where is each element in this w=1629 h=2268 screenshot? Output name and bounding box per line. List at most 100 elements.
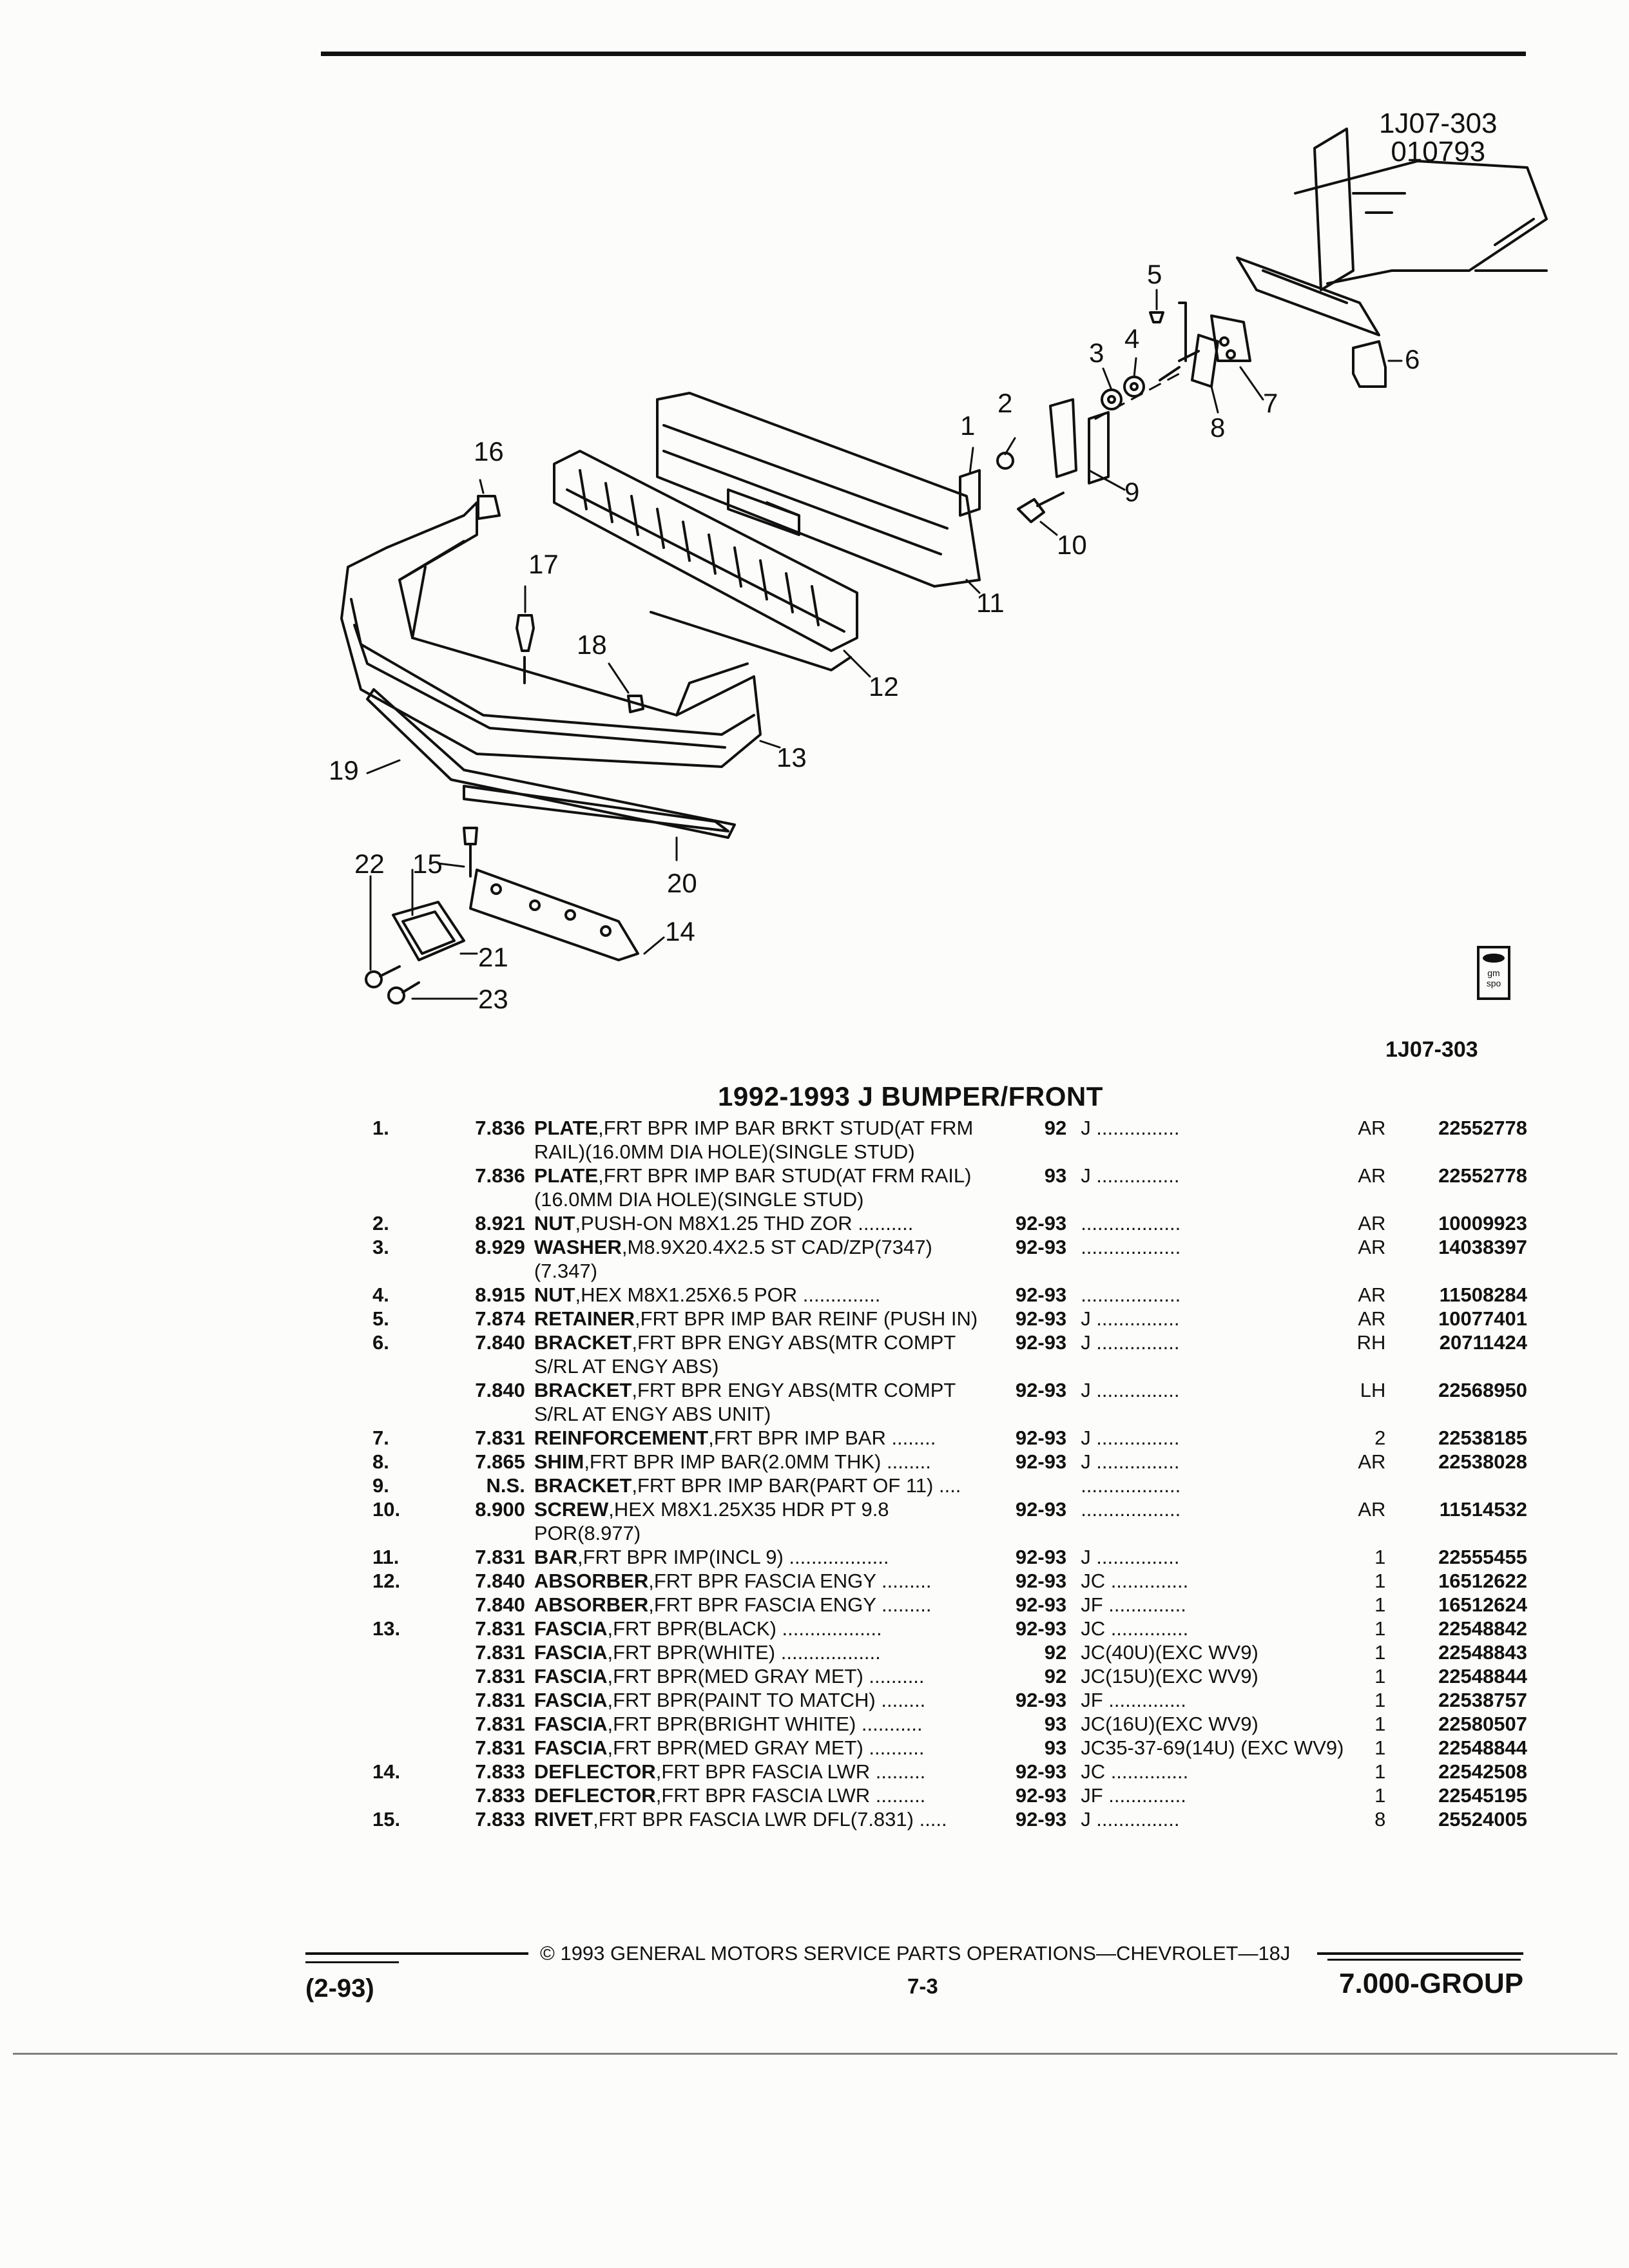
- deflector-14: [469, 869, 639, 961]
- model-code: ..................: [1081, 1283, 1181, 1306]
- diagram-id: 1J07-303: [1379, 108, 1498, 139]
- model-year: 92-93: [1015, 1212, 1067, 1235]
- part-number: 11508284: [1439, 1283, 1527, 1306]
- part-number: 25524005: [1438, 1808, 1527, 1831]
- part-detail: ,FRT BPR IMP BAR(2.0MM THK) ........: [584, 1450, 931, 1473]
- deflector-19: [366, 688, 736, 839]
- part-name: SHIM: [534, 1450, 584, 1473]
- model-year: 92: [1044, 1117, 1067, 1139]
- part-name: WASHER: [534, 1236, 622, 1258]
- group-number-cell: 7.840: [475, 1593, 525, 1616]
- model-year: 92-93: [1015, 1450, 1067, 1473]
- part-name: SCREW: [534, 1498, 609, 1521]
- part-name: FASCIA: [534, 1736, 608, 1759]
- model-code: J ...............: [1081, 1164, 1180, 1187]
- part-name: NUT: [534, 1212, 575, 1235]
- pin-17: [516, 614, 535, 652]
- copyright-notice: © 1993 GENERAL MOTORS SERVICE PARTS OPER…: [540, 1942, 1291, 1965]
- group-number-cell: 8.900: [475, 1498, 525, 1521]
- quantity: AR: [1358, 1450, 1386, 1473]
- part-description: DEFLECTOR,FRT BPR FASCIA LWR .........: [534, 1760, 992, 1783]
- part-description: FASCIA,FRT BPR(BRIGHT WHITE) ...........: [534, 1712, 992, 1736]
- quantity: 1: [1374, 1617, 1386, 1640]
- group-number-cell: 7.874: [475, 1307, 525, 1330]
- quantity: AR: [1358, 1236, 1386, 1258]
- part-description: SCREW,HEX M8X1.25X35 HDR PT 9.8 POR(8.97…: [534, 1497, 992, 1545]
- part-description: ABSORBER,FRT BPR FASCIA ENGY .........: [534, 1593, 992, 1617]
- item-number: [348, 1736, 451, 1760]
- part-number: 22555455: [1438, 1546, 1527, 1568]
- quantity: 1: [1374, 1665, 1386, 1687]
- callout-23: 23: [478, 984, 508, 1014]
- part-description: ABSORBER,FRT BPR FASCIA ENGY .........: [534, 1569, 992, 1593]
- item-number: 5.: [372, 1307, 389, 1330]
- part-number: 22548843: [1438, 1641, 1527, 1664]
- part-detail: ,FRT BPR(WHITE) ..................: [607, 1641, 881, 1664]
- model-code: JF ..............: [1081, 1593, 1186, 1616]
- retainer-16: [477, 495, 501, 520]
- model-code: JC ..............: [1081, 1760, 1189, 1783]
- part-description: RIVET,FRT BPR FASCIA LWR DFL(7.831) ....…: [534, 1807, 992, 1831]
- model-year: 92-93: [1015, 1784, 1067, 1807]
- item-number: [348, 1712, 451, 1736]
- plate-1: [959, 469, 981, 517]
- part-name: DEFLECTOR: [534, 1760, 656, 1783]
- model-year: 93: [1044, 1164, 1067, 1187]
- exploded-parts-diagram: 1 2 3 4 5 6 7 8 9 10 11 12 13 14 15 16 1…: [329, 128, 1548, 1014]
- part-number: 22548844: [1438, 1736, 1527, 1759]
- model-year: [992, 1474, 1081, 1497]
- bracket-9: [1049, 398, 1077, 478]
- part-detail: ,FRT BPR IMP BAR BRKT STUD(AT FRM RAIL)(…: [534, 1117, 974, 1163]
- model-code: JC35-37-69(14U) (EXC WV9): [1081, 1736, 1344, 1759]
- group-number-cell: 7.836: [475, 1164, 525, 1187]
- part-number: 20711424: [1439, 1331, 1527, 1354]
- group-number-cell: 7.831: [475, 1665, 525, 1687]
- part-description: FASCIA,FRT BPR(PAINT TO MATCH) ........: [534, 1688, 992, 1712]
- callout-16: 16: [474, 436, 504, 466]
- callout-8: 8: [1210, 412, 1225, 443]
- part-detail: ,M8.9X20.4X2.5 ST CAD/ZP(7347) (7.347): [534, 1236, 932, 1282]
- retainer-5: [1149, 311, 1164, 323]
- part-name: BRACKET: [534, 1379, 632, 1401]
- part-detail: ,FRT BPR(BLACK) ..................: [607, 1617, 882, 1640]
- group-number-cell: 7.840: [475, 1379, 525, 1401]
- part-name: FASCIA: [534, 1641, 608, 1664]
- part-description: NUT,HEX M8X1.25X6.5 POR ..............: [534, 1283, 992, 1307]
- model-year: 92-93: [1015, 1546, 1067, 1568]
- group-number: 7.000-GROUP: [1339, 1968, 1524, 1999]
- bracket-6: [1352, 340, 1387, 388]
- part-name: REINFORCEMENT: [534, 1427, 709, 1449]
- callout-19: 19: [329, 755, 359, 785]
- part-name: BRACKET: [534, 1474, 632, 1497]
- part-number: 22580507: [1438, 1713, 1527, 1735]
- quantity: 1: [1374, 1760, 1386, 1783]
- part-detail: ,FRT BPR FASCIA ENGY .........: [648, 1570, 932, 1592]
- model-year: 92-93: [1015, 1236, 1067, 1258]
- model-code: J ...............: [1081, 1379, 1180, 1401]
- group-number-cell: 7.833: [475, 1808, 525, 1831]
- part-number: 11514532: [1439, 1498, 1527, 1521]
- gm-spo-logo: gm spo: [1477, 946, 1510, 1000]
- part-name: FASCIA: [534, 1617, 608, 1640]
- item-number: 4.: [372, 1283, 389, 1306]
- part-name: NUT: [534, 1283, 575, 1306]
- item-number: 14.: [372, 1760, 401, 1783]
- model-year: 92-93: [1015, 1689, 1067, 1711]
- quantity: LH: [1360, 1379, 1386, 1401]
- rivet-15: [463, 827, 478, 878]
- part-description: BRACKET,FRT BPR IMP BAR(PART OF 11) ....: [534, 1474, 992, 1497]
- part-number: 22552778: [1438, 1117, 1527, 1139]
- scan-artifact-line: [13, 2053, 1617, 2055]
- part-name: FASCIA: [534, 1689, 608, 1711]
- callout-6: 6: [1405, 344, 1420, 374]
- part-description: FASCIA,FRT BPR(MED GRAY MET) ..........: [534, 1736, 992, 1760]
- model-code: JC(16U)(EXC WV9): [1081, 1713, 1258, 1735]
- part-number: 22542508: [1438, 1760, 1527, 1783]
- part-name: FASCIA: [534, 1713, 608, 1735]
- callout-3: 3: [1089, 338, 1104, 368]
- footer-rule-under-rev: [305, 1961, 399, 1963]
